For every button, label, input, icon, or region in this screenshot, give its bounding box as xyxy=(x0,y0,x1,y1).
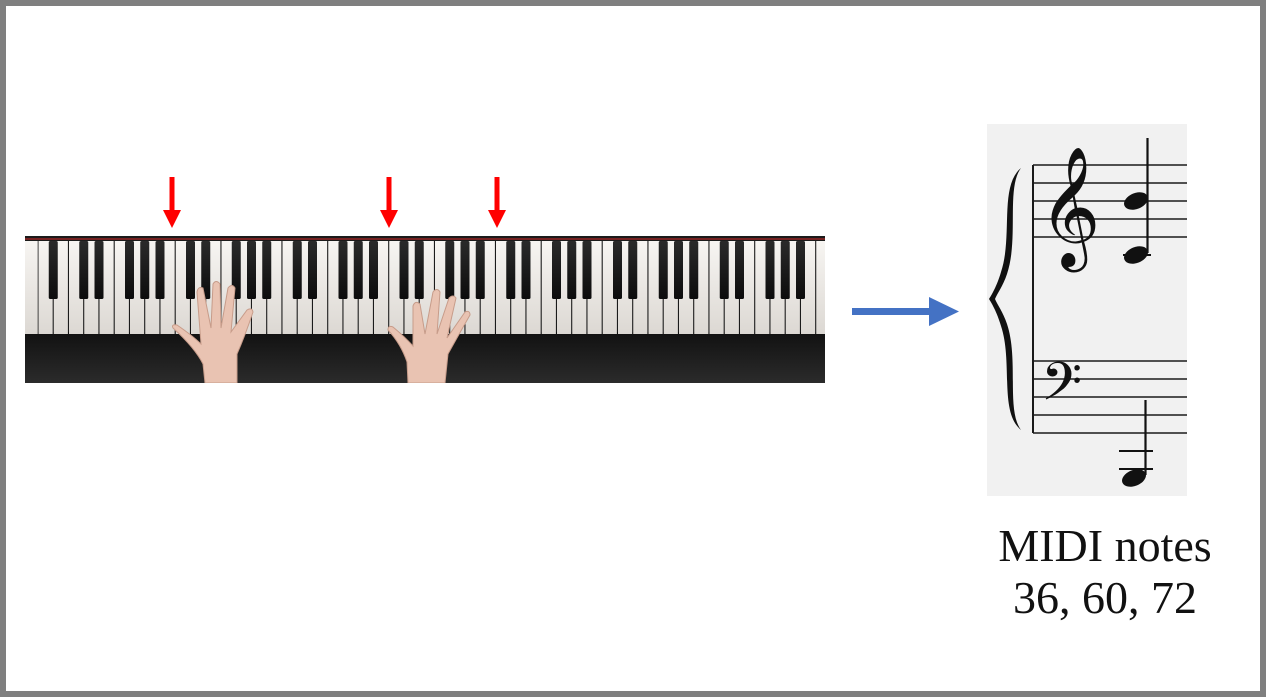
black-key xyxy=(735,241,744,299)
pressed-key-arrow-60 xyxy=(380,177,398,228)
black-key xyxy=(582,241,592,299)
black-key xyxy=(140,241,150,299)
black-key xyxy=(567,241,577,299)
midi-caption: MIDI notes 36, 60, 72 xyxy=(960,520,1250,624)
black-key xyxy=(765,241,775,299)
black-key xyxy=(125,241,134,299)
left-hand xyxy=(172,281,254,383)
black-key xyxy=(338,241,348,299)
black-key xyxy=(521,241,531,299)
black-key xyxy=(353,241,363,299)
transcription-arrow xyxy=(852,297,959,326)
black-key xyxy=(628,241,638,299)
caption-note-numbers: 36, 60, 72 xyxy=(1013,572,1197,623)
black-key xyxy=(689,241,699,299)
sheet-music: 𝄞 𝄢 xyxy=(987,124,1187,496)
pressed-key-arrow-72 xyxy=(488,177,506,228)
black-key xyxy=(780,241,790,299)
pressed-key-arrow-36 xyxy=(163,177,181,228)
note-midi-72 xyxy=(1124,192,1148,210)
piano-keyboard-photo xyxy=(25,236,825,383)
bass-staff xyxy=(1033,360,1187,434)
black-key xyxy=(186,241,195,299)
treble-clef-icon: 𝄞 xyxy=(1039,145,1100,272)
black-key xyxy=(94,241,104,299)
grand-staff-brace xyxy=(989,168,1021,430)
black-key xyxy=(48,241,58,299)
black-key xyxy=(475,241,485,299)
white-key-edge xyxy=(25,241,38,334)
black-key xyxy=(460,241,470,299)
black-key xyxy=(262,241,272,299)
note-midi-36 xyxy=(1119,400,1153,487)
caption-title: MIDI notes xyxy=(998,520,1212,571)
black-key xyxy=(796,241,805,299)
black-key xyxy=(658,241,668,299)
black-key xyxy=(719,241,729,299)
note-midi-60 xyxy=(1123,246,1151,264)
right-hand xyxy=(387,289,471,383)
black-key xyxy=(445,241,455,299)
black-key xyxy=(201,241,211,299)
black-key xyxy=(79,241,89,299)
black-key xyxy=(399,241,409,299)
black-key xyxy=(674,241,683,299)
black-key xyxy=(231,241,241,299)
black-key xyxy=(414,241,424,299)
black-key xyxy=(308,241,317,299)
white-key xyxy=(816,241,825,334)
black-key xyxy=(369,241,378,299)
black-key xyxy=(613,241,622,299)
black-key xyxy=(552,241,561,299)
treble-staff xyxy=(1033,164,1187,238)
piano-keyboard xyxy=(25,238,825,383)
black-key xyxy=(155,241,165,299)
black-key xyxy=(292,241,302,299)
bass-clef-icon: 𝄢 xyxy=(1041,352,1082,426)
black-key xyxy=(506,241,516,299)
black-key xyxy=(247,241,256,299)
